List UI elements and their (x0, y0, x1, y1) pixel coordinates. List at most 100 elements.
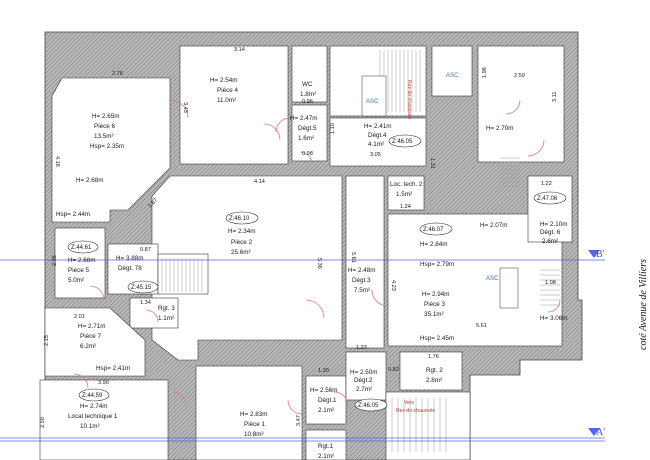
dim-4-16: 4.16 (54, 156, 60, 167)
dim-4-14: 4.14 (254, 179, 265, 185)
axis-arrow-a (588, 428, 600, 436)
axis-label-b: B' (596, 249, 605, 260)
rgt1-area: 2.1m² (318, 453, 334, 460)
room-piece6 (51, 77, 171, 223)
localtech1-height: H= 2.74m (80, 403, 107, 410)
piece2-name: Pièce 2 (231, 239, 253, 246)
localtech1-name: Local technique 1 (68, 413, 118, 420)
piece3-height-top: H= 2.84m (420, 241, 447, 248)
rgt3-area: 1.1m² (158, 315, 174, 322)
room-ne (477, 45, 565, 163)
room-asc-north (431, 45, 473, 97)
degt4-name: Dégt.4 (368, 132, 387, 139)
dim-1-76: 1.76 (428, 354, 439, 360)
level-tag-1: Z:46.10 (229, 216, 250, 222)
piece4-name: Pièce 4 (217, 87, 239, 94)
degt5-height: H= 2.47m (290, 115, 317, 122)
piece6-height2: H= 2.68m (76, 177, 103, 184)
piece3-hsp-bottom: Hsp= 2.45m (420, 335, 454, 342)
piece6-name: Pièce 6 (94, 123, 116, 130)
wc-area: 1.8m² (300, 91, 316, 98)
piece3-name: Pièce 3 (424, 301, 446, 308)
door-swings (73, 99, 561, 415)
room-degt5 (291, 104, 328, 162)
localtech1-area: 10.1m² (80, 423, 100, 430)
dim-2-50: 2.50 (40, 417, 46, 428)
stairs-north (361, 50, 421, 117)
dim-0-82: 0.82 (388, 367, 399, 373)
room-degt1 (305, 375, 347, 425)
piece3-height-mid: H= 2.07m (480, 222, 507, 229)
dim-3-11: 3.11 (552, 92, 558, 102)
level-tag-7: Z:44.59 (82, 393, 103, 399)
room-stair-west (157, 253, 209, 295)
degt1-height: H= 2.56m (310, 387, 337, 394)
room-rgt2 (399, 351, 463, 391)
degt1-name: Dégt.1 (318, 397, 337, 404)
degt6-name: Dégt. 6 (540, 229, 561, 236)
dim-3-47: 3.47 (296, 415, 302, 426)
rgt3-name: Rgt. 3 (158, 305, 175, 312)
piece3-height: H= 2.94m (422, 291, 449, 298)
level-tag-8: Z:46.05 (358, 403, 379, 409)
room-wc (291, 45, 328, 103)
dim-0-87: 0.87 (140, 247, 151, 253)
level-tag-3: Z:46.07 (423, 227, 444, 233)
room-piece7 (44, 307, 146, 377)
room-loctech2 (387, 175, 425, 211)
level-tag-6: Z:45.15 (131, 285, 152, 291)
dim-2-36: 2.36 (52, 255, 58, 266)
stairs-west (161, 258, 203, 292)
dim-3-43: 3.43 (182, 102, 188, 113)
degt3-area: 7.5m² (354, 287, 370, 294)
dim-1-10: 1.10 (330, 123, 336, 134)
dim-2-76: 2.76 (112, 71, 123, 77)
degt4-height: H= 2.41m (364, 123, 391, 130)
degt3-height: H= 2.48m (348, 267, 375, 274)
piece1-name: Pièce 1 (244, 421, 266, 428)
room-piece5 (54, 227, 106, 299)
degt4-area: 4.1m² (368, 141, 384, 148)
loctech2-area: 1.5m² (396, 191, 412, 198)
dim-0-98: 0.98 (302, 151, 313, 157)
piece4-area: 11.0m² (217, 97, 236, 104)
room-piece1 (195, 365, 303, 460)
piece4-height: H= 2.54m (210, 77, 237, 84)
room-piece4 (179, 45, 289, 165)
degt2-area: 2.7m² (356, 386, 372, 393)
rgt1-name: Rgt.1 (318, 443, 334, 450)
room-degt6 (527, 175, 573, 243)
room-degt2 (345, 351, 387, 401)
dim-5-61-horizontal: 5.61 (476, 323, 487, 329)
piece2-area: 25.6m² (231, 249, 251, 256)
piece1-area: 10.8m² (244, 431, 264, 438)
level-tag-2: Z:46.05 (392, 139, 413, 145)
dim-3-90: 3.90 (98, 380, 109, 386)
degt78-height: H= 3.88m (116, 255, 143, 262)
piece6-height: H= 2.65m (92, 113, 119, 120)
level-tag-4: Z:47.06 (537, 196, 558, 202)
dim-1-34: 1.34 (140, 300, 151, 306)
room-degt3 (345, 175, 385, 349)
degt6-area: 2.6m² (542, 238, 558, 245)
rgt2-name: Rgt. 2 (426, 367, 443, 374)
dim-2-15: 2.15 (44, 335, 50, 346)
asc-label-east: ASC (486, 276, 499, 282)
room-rgt1 (305, 429, 347, 460)
asc-label-stair: ASC (366, 99, 379, 105)
axis-arrow-b (588, 250, 600, 258)
wc-name: WC (302, 81, 313, 88)
degt78-name: Dégt. 78 (118, 265, 142, 272)
degt3-name: Dégt.3 (352, 277, 371, 284)
stair-label-vers: Vers (404, 400, 415, 406)
dim-5-61-vertical: 5.61 (350, 252, 356, 263)
axis-label-a: A' (596, 427, 605, 438)
piece6-hsp2: Hsp= 2.44m (56, 211, 90, 218)
piece7-area: 6.2m² (80, 343, 96, 350)
ne-room-height: H= 2.70m (486, 125, 513, 132)
stair-label-south: Rez-de-chaussée (396, 408, 435, 414)
piece7-hsp: Hsp= 2.41m (96, 365, 130, 372)
dim-5-36: 5.36 (316, 258, 322, 269)
piece5-height: H= 2.68m (68, 257, 95, 264)
